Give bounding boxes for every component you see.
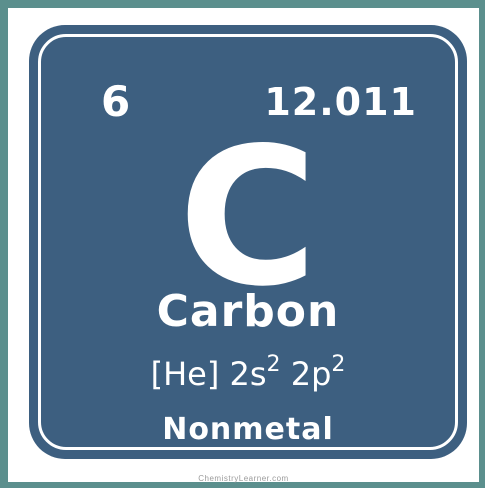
config-orbital-2: 2p (290, 355, 332, 393)
atomic-mass: 12.011 (264, 80, 417, 124)
image-frame: 6 12.011 C Carbon [He] 2s2 2p2 Nonmetal … (8, 8, 479, 483)
electron-configuration: [He] 2s2 2p2 (29, 354, 467, 393)
element-tile: 6 12.011 C Carbon [He] 2s2 2p2 Nonmetal (29, 25, 467, 459)
element-name: Carbon (156, 286, 340, 337)
config-orbital-1: 2s (229, 355, 267, 393)
element-category: Nonmetal (162, 412, 334, 447)
watermark: ChemistryLearner.com (198, 474, 289, 483)
config-orbital-2-electrons: 2 (331, 352, 346, 377)
config-orbital-1-electrons: 2 (266, 352, 281, 377)
element-tile-border (38, 34, 458, 450)
atomic-number: 6 (101, 77, 131, 126)
config-core: [He] (150, 355, 220, 393)
element-symbol: C (178, 107, 318, 328)
